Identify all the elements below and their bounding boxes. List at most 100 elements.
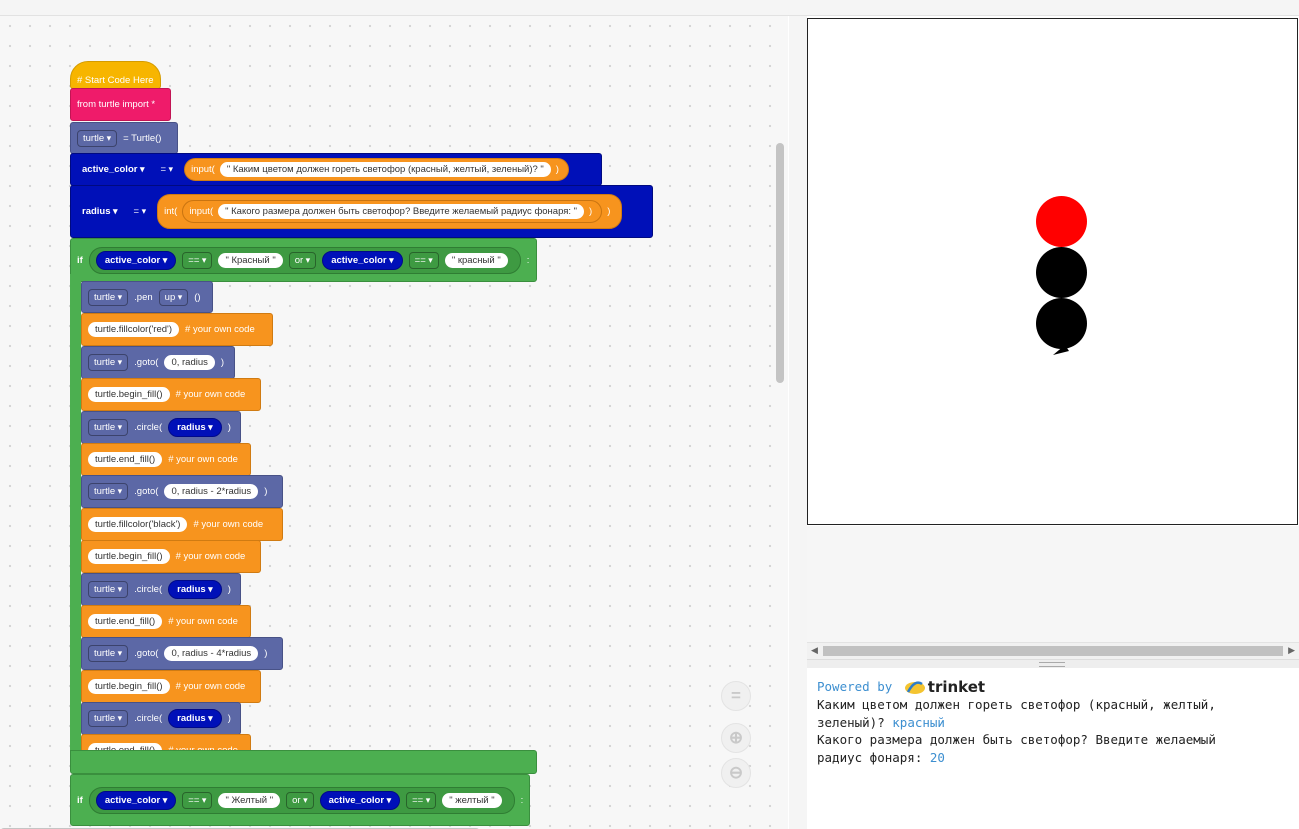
- logic-dropdown[interactable]: or: [288, 251, 317, 269]
- console-line: зеленый)? красный: [817, 714, 1289, 732]
- assign-turtle-block[interactable]: turtle = Turtle(): [70, 122, 178, 154]
- obj-dropdown[interactable]: turtle: [88, 581, 129, 598]
- prompt-string[interactable]: " Каким цветом должен гореть светофор (к…: [219, 162, 551, 177]
- close-paren: ): [264, 486, 268, 497]
- traffic-light-bottom-lamp: [1036, 298, 1087, 349]
- goto-block-2[interactable]: turtle .goto( 0, radius - 2*radius ): [81, 475, 283, 508]
- comment: # your own code: [168, 616, 238, 627]
- int-call[interactable]: int( input( " Какого размера должен быть…: [157, 194, 623, 229]
- center-glyph: =: [731, 686, 741, 705]
- obj-dropdown[interactable]: turtle: [88, 419, 129, 436]
- paren: (): [194, 291, 201, 303]
- trinket-logo[interactable]: trinket: [900, 678, 985, 697]
- op-dropdown[interactable]: ==: [408, 251, 439, 269]
- var-dropdown[interactable]: turtle: [77, 129, 118, 147]
- start-code-block[interactable]: # Start Code Here: [70, 61, 161, 89]
- obj-dropdown[interactable]: turtle: [88, 483, 129, 500]
- powered-by-row: Powered by trinket: [817, 678, 1289, 696]
- obj-dropdown[interactable]: turtle: [88, 354, 129, 371]
- workspace-vertical-scrollbar[interactable]: [776, 143, 784, 383]
- output-padding-area: [807, 526, 1299, 642]
- arg-dropdown[interactable]: radius: [168, 418, 222, 437]
- code-string[interactable]: turtle.begin_fill(): [88, 387, 170, 402]
- fn-label: input(: [189, 206, 214, 217]
- console-line: Каким цветом должен гореть светофор (кра…: [817, 696, 1289, 714]
- console-output[interactable]: Powered by trinket Каким цветом должен г…: [807, 668, 1299, 829]
- arg-string[interactable]: 0, radius - 2*radius: [164, 484, 259, 499]
- close-paren: ): [589, 206, 593, 217]
- comment: # your own code: [175, 389, 246, 400]
- circle-block-1[interactable]: turtle .circle( radius ): [81, 411, 241, 444]
- comment: # your own code: [175, 681, 246, 692]
- fillcolor-black-block[interactable]: turtle.fillcolor('black') # your own cod…: [81, 508, 283, 541]
- arg-dropdown[interactable]: radius: [168, 580, 222, 599]
- console-line: Какого размера должен быть светофор? Вве…: [817, 731, 1289, 749]
- zoom-out-icon[interactable]: ⊖: [721, 758, 751, 788]
- or-condition[interactable]: active_color == " Желтый " or active_col…: [88, 786, 515, 814]
- if-block-yellow[interactable]: if active_color == " Желтый " or active_…: [70, 774, 530, 826]
- console-user-input: 20: [929, 749, 945, 765]
- var-dropdown[interactable]: active_color: [95, 250, 177, 270]
- var-dropdown[interactable]: active_color: [95, 790, 177, 810]
- goto-block-3[interactable]: turtle .goto( 0, radius - 4*radius ): [81, 637, 283, 670]
- var-dropdown[interactable]: active_color: [319, 790, 401, 810]
- code-string[interactable]: turtle.fillcolor('black'): [88, 517, 188, 532]
- scrollbar-thumb[interactable]: [823, 646, 1283, 656]
- value-string[interactable]: " желтый ": [442, 792, 502, 808]
- trinket-logo-icon: [904, 680, 925, 694]
- code-string[interactable]: turtle.begin_fill(): [88, 679, 170, 694]
- obj-dropdown[interactable]: turtle: [88, 645, 129, 662]
- end-fill-block-1[interactable]: turtle.end_fill() # your own code: [81, 443, 251, 476]
- method-label: .goto(: [134, 648, 159, 659]
- circle-block-3[interactable]: turtle .circle( radius ): [81, 702, 241, 735]
- begin-fill-block-2[interactable]: turtle.begin_fill() # your own code: [81, 540, 261, 573]
- code-string[interactable]: turtle.begin_fill(): [88, 549, 170, 564]
- import-block[interactable]: from turtle import *: [70, 88, 171, 121]
- value-string[interactable]: " красный ": [444, 252, 508, 268]
- value-string[interactable]: " Красный ": [218, 252, 283, 268]
- begin-fill-block-1[interactable]: turtle.begin_fill() # your own code: [81, 378, 261, 411]
- close-paren: ): [227, 713, 231, 724]
- value-string[interactable]: " Желтый ": [218, 792, 281, 808]
- pen-up-block[interactable]: turtle .pen up (): [81, 281, 213, 313]
- zoom-in-icon[interactable]: ⊕: [721, 723, 751, 753]
- end-fill-block-2[interactable]: turtle.end_fill() # your own code: [81, 605, 251, 638]
- output-horizontal-scrollbar[interactable]: ◀ ▶: [807, 642, 1299, 659]
- close-paren: ): [555, 164, 559, 175]
- arg-dropdown[interactable]: radius: [168, 709, 222, 728]
- assign-radius-block[interactable]: radius = int( input( " Какого размера до…: [70, 185, 653, 238]
- code-string[interactable]: turtle.fillcolor('red'): [88, 322, 180, 337]
- arg-string[interactable]: 0, radius - 4*radius: [164, 646, 259, 661]
- code-string[interactable]: turtle.end_fill(): [88, 614, 163, 629]
- input-call[interactable]: input( " Каким цветом должен гореть свет…: [184, 158, 569, 181]
- op-dropdown[interactable]: ==: [182, 791, 213, 809]
- begin-fill-block-3[interactable]: turtle.begin_fill() # your own code: [81, 670, 261, 703]
- scroll-left-icon[interactable]: ◀: [811, 645, 818, 655]
- obj-dropdown[interactable]: turtle: [88, 710, 129, 727]
- console-line: радиус фонаря: 20: [817, 749, 1289, 767]
- fillcolor-red-block[interactable]: turtle.fillcolor('red') # your own code: [81, 313, 273, 346]
- goto-block-1[interactable]: turtle .goto( 0, radius ): [81, 346, 235, 379]
- eq-dropdown[interactable]: =: [155, 162, 178, 177]
- scroll-right-icon[interactable]: ▶: [1288, 645, 1295, 655]
- assign-color-block[interactable]: active_color = input( " Каким цветом дол…: [70, 153, 602, 186]
- code-string[interactable]: turtle.end_fill(): [88, 452, 163, 467]
- circle-block-2[interactable]: turtle .circle( radius ): [81, 573, 241, 606]
- blocks-workspace[interactable]: # Start Code Here from turtle import * t…: [0, 16, 788, 829]
- prompt-string[interactable]: " Какого размера должен быть светофор? В…: [218, 204, 585, 219]
- or-condition[interactable]: active_color == " Красный " or active_co…: [88, 246, 521, 274]
- input-call[interactable]: input( " Какого размера должен быть свет…: [182, 200, 603, 223]
- obj-dropdown[interactable]: turtle: [88, 288, 129, 306]
- arg-dropdown[interactable]: up: [158, 288, 189, 306]
- op-dropdown[interactable]: ==: [182, 251, 213, 269]
- var-dropdown[interactable]: active_color: [322, 250, 403, 270]
- eq-dropdown[interactable]: =: [129, 204, 152, 219]
- console-text: зеленый)?: [817, 714, 893, 730]
- op-dropdown[interactable]: ==: [406, 791, 437, 809]
- var-dropdown[interactable]: radius: [77, 204, 123, 219]
- if-block-red[interactable]: if active_color == " Красный " or active…: [70, 238, 537, 282]
- arg-string[interactable]: 0, radius: [164, 355, 215, 370]
- center-workspace-icon[interactable]: =: [721, 681, 751, 711]
- logic-dropdown[interactable]: or: [286, 791, 314, 809]
- var-dropdown[interactable]: active_color: [77, 162, 149, 177]
